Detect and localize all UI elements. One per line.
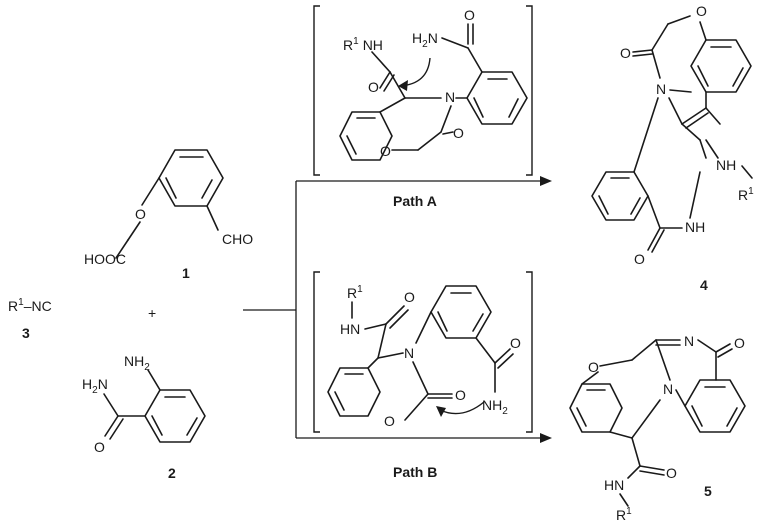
- path-a-amide-oxygen: O: [368, 79, 379, 95]
- path-b-ring-oxygen: O: [384, 413, 395, 429]
- compound-3: R1–NC 3: [8, 297, 52, 341]
- c5-amide-oxygen: O: [666, 465, 677, 481]
- compound-2: NH2 H2N O 2: [82, 353, 206, 481]
- c4-ring-n: N: [656, 81, 666, 97]
- c4-nh-ring: NH: [685, 219, 705, 235]
- amide-nh2-label: H2N: [82, 376, 108, 396]
- compound-number-2: 2: [168, 465, 176, 481]
- c4-carbonyl-oxygen-1: O: [620, 45, 631, 61]
- path-b-hn: HN: [340, 321, 360, 337]
- c5-r1: R1: [616, 506, 632, 521]
- ether-oxygen: O: [135, 206, 146, 222]
- compound-number-1: 1: [182, 265, 190, 281]
- c5-hn: HN: [604, 477, 624, 493]
- cho-label: CHO: [222, 231, 253, 247]
- path-a-ring-oxygen: O: [380, 143, 391, 159]
- reaction-arrows: [243, 176, 552, 443]
- path-a-lactam-oxygen: O: [453, 125, 464, 141]
- amine-label: NH2: [124, 353, 150, 373]
- path-a-ring-n: N: [445, 89, 455, 105]
- path-b-ring-n: N: [404, 345, 414, 361]
- path-b-label: Path B: [393, 464, 437, 480]
- path-a-top-oxygen: O: [464, 7, 475, 23]
- c4-r1: R1: [738, 186, 754, 203]
- compound-5: O N O N O HN R1 5: [569, 333, 746, 521]
- c5-ring-n: N: [663, 381, 673, 397]
- c5-ring-oxygen: O: [588, 359, 599, 375]
- c4-nh-amine: NH: [716, 157, 736, 173]
- c4-ring-oxygen: O: [696, 3, 707, 19]
- compound-number-5: 5: [704, 483, 712, 499]
- path-b-r1: R1: [347, 284, 363, 301]
- r1-label: R1–NC: [8, 297, 52, 314]
- compound-1: CHO O HOOC 1: [84, 149, 253, 281]
- path-b-amide-oxygen: O: [404, 289, 415, 305]
- path-b-lactam-oxygen: O: [455, 387, 466, 403]
- c5-carbonyl-oxygen: O: [734, 335, 745, 351]
- compound-4: O O N NH R1 NH O: [591, 3, 754, 293]
- path-b-intermediate: R1 HN O N O NH2 O O: [313, 271, 533, 480]
- plus-sign: +: [148, 305, 156, 321]
- path-a-h2n: H2N: [412, 30, 438, 50]
- hooc-label: HOOC: [84, 251, 126, 267]
- compound-number-3: 3: [22, 325, 30, 341]
- c5-imine-n: N: [684, 333, 694, 349]
- c4-carbonyl-oxygen-2: O: [634, 251, 645, 267]
- compound-number-4: 4: [700, 277, 708, 293]
- path-b-side-oxygen: O: [510, 335, 521, 351]
- path-b-nh2: NH2: [482, 397, 508, 417]
- amide-oxygen: O: [94, 439, 105, 455]
- path-a-label: Path A: [393, 193, 437, 209]
